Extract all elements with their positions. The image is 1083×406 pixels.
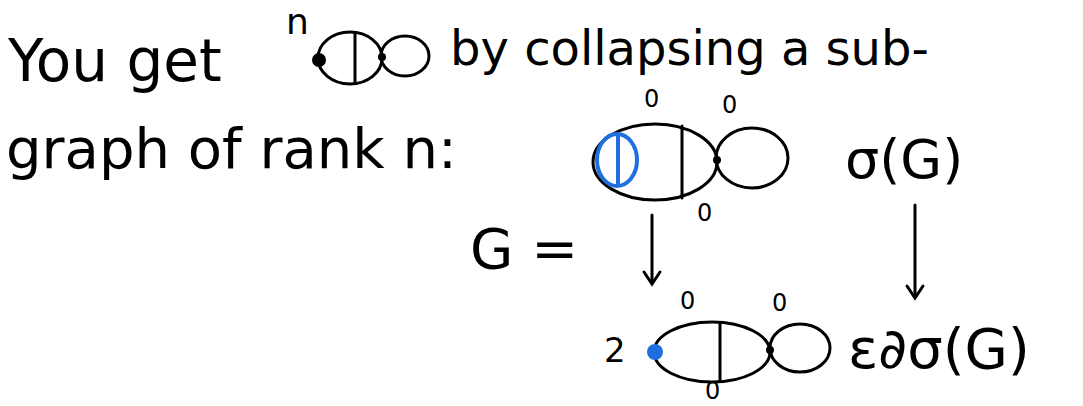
graph-edge: [719, 323, 722, 381]
graph-edge: [681, 126, 684, 198]
weight-label: 0: [680, 288, 695, 314]
weight-label: 2: [604, 332, 626, 369]
graph-edge: [354, 33, 357, 83]
subgraph-highlight: [597, 134, 637, 186]
arrow-head: [644, 272, 660, 284]
graph-loop: [770, 324, 830, 372]
handwritten-text: by collapsing a sub-: [450, 22, 929, 75]
map-arrow: [914, 205, 917, 296]
handwritten-text: graph of rank n:: [6, 118, 457, 180]
math-label: G =: [470, 218, 578, 280]
map-arrow: [651, 215, 654, 282]
weight-label: 0: [697, 200, 712, 226]
collapsed-vertex: [647, 344, 663, 360]
weight-label: 0: [705, 378, 720, 404]
vertex-dot: [378, 53, 386, 61]
vertex-dot: [766, 346, 774, 354]
graph-loop: [716, 128, 788, 188]
subgraph-highlight: [616, 134, 620, 186]
graph-loop: [381, 36, 429, 76]
graph-cycle: [593, 124, 717, 200]
math-label: ε∂σ(G): [848, 318, 1030, 380]
math-label: σ(G): [845, 130, 963, 189]
weight-label: 0: [644, 86, 659, 112]
arrow-head: [907, 286, 923, 298]
vertex-dot: [713, 156, 721, 164]
rank-label: n: [286, 2, 309, 42]
weight-label: 0: [772, 290, 787, 316]
graph-cycle: [654, 322, 770, 382]
vertex-dot: [312, 53, 326, 67]
handwritten-text: You get: [8, 30, 222, 94]
weight-label: 0: [722, 92, 737, 118]
graph-cycle: [318, 32, 382, 84]
